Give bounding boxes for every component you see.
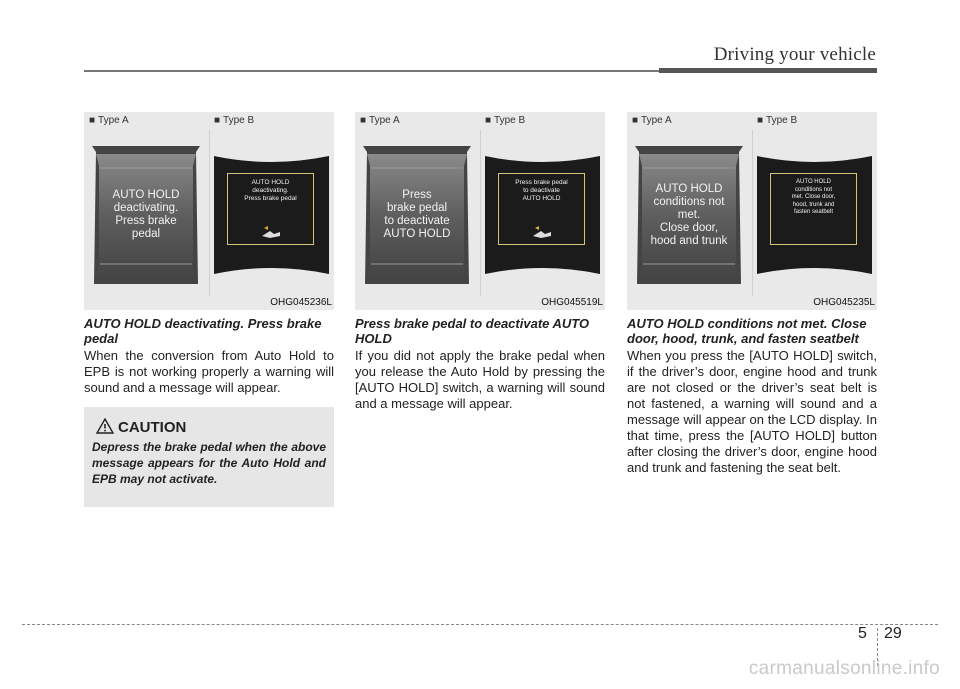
figure-code: OHG045235L bbox=[813, 297, 875, 308]
type-a-label: ■Type A bbox=[360, 115, 400, 126]
display-message: AUTO HOLD deactivating. Press brake peda… bbox=[112, 189, 180, 240]
type-a-display: AUTO HOLD deactivating. Press brake peda… bbox=[90, 146, 202, 284]
type-b-display: AUTO HOLD conditions not met. Close door… bbox=[757, 156, 872, 274]
figure-panel-2: ■Type A ■Type B Press brake pedal to dea… bbox=[355, 112, 605, 310]
footer-divider bbox=[877, 628, 878, 666]
display-message: AUTO HOLD conditions not met. Close door… bbox=[650, 182, 728, 247]
header-title: Driving your vehicle bbox=[713, 44, 876, 65]
display-message: AUTO HOLD conditions not met. Close door… bbox=[791, 179, 836, 215]
figure-code: OHG045519L bbox=[541, 297, 603, 308]
type-b-label: ■Type B bbox=[485, 115, 526, 126]
square-bullet-icon: ■ bbox=[632, 115, 639, 126]
section-heading: AUTO HOLD deactivating. Press brake peda… bbox=[84, 316, 322, 346]
header-rule-accent bbox=[659, 68, 877, 73]
section-heading: AUTO HOLD conditions not met. Close door… bbox=[627, 316, 867, 346]
type-b-label: ■Type B bbox=[757, 115, 798, 126]
square-bullet-icon: ■ bbox=[89, 115, 96, 126]
type-a-display: AUTO HOLD conditions not met. Close door… bbox=[633, 146, 745, 284]
type-b-display: Press brake pedal to deactivate AUTO HOL… bbox=[485, 156, 600, 274]
chapter-number: 5 bbox=[858, 625, 867, 642]
type-a-label: ■Type A bbox=[89, 115, 129, 126]
type-b-label: ■Type B bbox=[214, 115, 255, 126]
section-body: When you press the [AUTO HOLD] switch, i… bbox=[627, 348, 877, 475]
section-3: AUTO HOLD conditions not met. Close door… bbox=[627, 316, 877, 476]
page-number: 29 bbox=[884, 625, 902, 642]
square-bullet-icon: ■ bbox=[485, 115, 492, 126]
square-bullet-icon: ■ bbox=[214, 115, 221, 126]
display-frame: AUTO HOLD deactivating. Press brake peda… bbox=[227, 173, 314, 245]
header-rule bbox=[84, 70, 659, 72]
display-message: Press brake pedal to deactivate AUTO HOL… bbox=[515, 179, 568, 202]
section-2: Press brake pedal to deactivate AUTO HOL… bbox=[355, 316, 605, 412]
square-bullet-icon: ■ bbox=[360, 115, 367, 126]
square-bullet-icon: ■ bbox=[757, 115, 764, 126]
section-body: If you did not apply the brake pedal whe… bbox=[355, 348, 605, 411]
caution-box: CAUTION Depress the brake pedal when the… bbox=[84, 407, 334, 507]
panel-divider bbox=[209, 130, 210, 296]
panel-divider bbox=[752, 130, 753, 296]
display-message: AUTO HOLD deactivating. Press brake peda… bbox=[244, 179, 297, 202]
figure-code: OHG045236L bbox=[270, 297, 332, 308]
brake-pedal-icon bbox=[532, 226, 551, 238]
watermark: carmanualsonline.info bbox=[748, 658, 940, 679]
section-body: When the conversion from Auto Hold to EP… bbox=[84, 348, 334, 395]
panel-divider bbox=[480, 130, 481, 296]
type-a-display: Press brake pedal to deactivate AUTO HOL… bbox=[361, 146, 473, 284]
footer-rule bbox=[22, 624, 938, 625]
warning-triangle-icon bbox=[96, 418, 114, 434]
display-frame: AUTO HOLD conditions not met. Close door… bbox=[770, 173, 857, 245]
figure-panel-1: ■Type A ■Type B AUTO HOLD deactivating. … bbox=[84, 112, 334, 310]
brake-pedal-icon bbox=[261, 226, 280, 238]
caution-title: CAUTION bbox=[118, 419, 187, 436]
figure-panel-3: ■Type A ■Type B AUTO HOLD conditions not… bbox=[627, 112, 877, 310]
section-heading: Press brake pedal to deactivate AUTO HOL… bbox=[355, 316, 590, 346]
type-b-display: AUTO HOLD deactivating. Press brake peda… bbox=[214, 156, 329, 274]
display-message: Press brake pedal to deactivate AUTO HOL… bbox=[383, 189, 451, 240]
caution-text: Depress the brake pedal when the above m… bbox=[92, 440, 326, 486]
display-frame: Press brake pedal to deactivate AUTO HOL… bbox=[498, 173, 585, 245]
type-a-label: ■Type A bbox=[632, 115, 672, 126]
section-1: AUTO HOLD deactivating. Press brake peda… bbox=[84, 316, 334, 396]
